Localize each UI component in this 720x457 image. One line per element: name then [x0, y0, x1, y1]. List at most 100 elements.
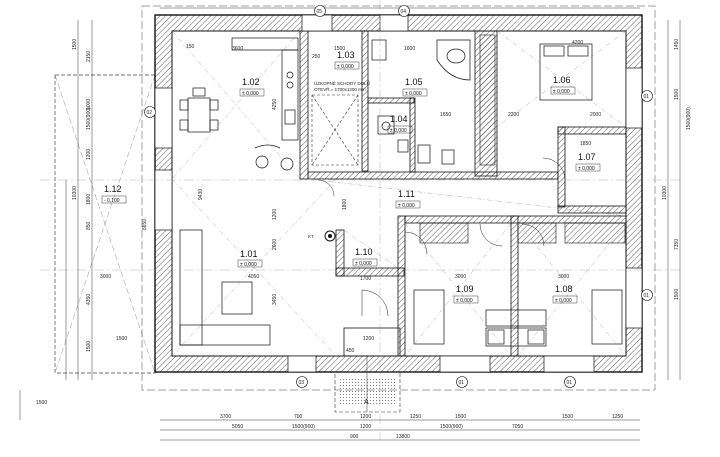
- room-1-05: 1.05 ± 0,000: [402, 77, 428, 97]
- svg-text:03: 03: [299, 380, 305, 386]
- svg-text:1500(900): 1500(900): [86, 107, 92, 130]
- room-1-02-number: 1.02: [242, 77, 260, 87]
- stairs-note-line2: OTEVŘ.= 1700x1200 mm: [314, 85, 366, 92]
- room-1-02-level: ± 0,000: [242, 91, 259, 97]
- room-1-06: 1.06 ± 0,000: [550, 75, 576, 95]
- kt-label: KT: [308, 234, 314, 239]
- dim-bottom1-1: 700: [294, 414, 303, 420]
- svg-text:3450: 3450: [272, 294, 278, 305]
- dim-bottom2-1: 1500(900): [292, 424, 315, 430]
- room-1-09-number: 1.09: [456, 284, 474, 294]
- stairs-opening: [311, 94, 359, 166]
- section-mark: A: [364, 399, 369, 406]
- svg-text:3000: 3000: [558, 274, 569, 280]
- room-1-10: 1.10 ± 0,000: [352, 247, 378, 267]
- svg-text:2000: 2000: [590, 112, 601, 118]
- dim-top-0: 3600: [232, 46, 243, 52]
- stairs-note-line1: ÚZKOPNÉ SCHODY DOLŮ: [314, 80, 370, 86]
- axis-tag-right1: 01: [641, 90, 653, 102]
- svg-text:3000: 3000: [455, 274, 466, 280]
- svg-text:1500: 1500: [86, 341, 92, 352]
- room-1-08-level: ± 0,000: [555, 298, 572, 304]
- dim-bottom1-3: 1250: [410, 414, 421, 420]
- svg-text:1200: 1200: [272, 209, 278, 220]
- terrace-outline: [54, 74, 156, 374]
- dim-bottom2-0: 5050: [232, 424, 243, 430]
- room-1-01-level: ± 0,000: [240, 262, 257, 268]
- room-1-04-number: 1.04: [390, 114, 408, 124]
- svg-text:4350: 4350: [86, 294, 92, 305]
- axis-tag-bottom2: 01: [456, 376, 468, 388]
- dim-bottom-900: 900: [350, 434, 359, 440]
- room-1-01-number: 1.01: [240, 249, 258, 259]
- room-1-11: 1.11 ± 0,000: [395, 189, 421, 209]
- dim-bottom1-0: 3700: [220, 414, 231, 420]
- dim-bottom2-3: 1500(900): [440, 424, 463, 430]
- room-1-07-number: 1.07: [578, 152, 596, 162]
- room-1-09: 1.09 ± 0,000: [453, 284, 479, 304]
- room-1-03-level: ± 0,000: [337, 64, 354, 70]
- svg-text:1450: 1450: [674, 39, 680, 50]
- room-1-12: 1.12 - 0,100: [101, 184, 127, 204]
- dim-bottom-total: 13800: [396, 434, 410, 440]
- sofa: [179, 229, 271, 346]
- axis-lines: [40, 0, 680, 440]
- bed-master: [539, 43, 593, 101]
- axis-tag-bottom1: 03: [296, 376, 308, 388]
- room-1-03: 1.03 ± 0,000: [334, 50, 360, 70]
- axis-tag-top2: 04: [398, 5, 410, 17]
- dim-top-1: 1500: [334, 46, 345, 52]
- svg-text:250: 250: [312, 54, 321, 60]
- dim-bottom1-4: 1500: [455, 414, 466, 420]
- svg-text:10300: 10300: [662, 186, 668, 200]
- room-1-11-level: ± 0,000: [398, 203, 415, 209]
- construction-lines: [171, 30, 627, 357]
- interior-dimensions: 4050 1650 2200 2000 1850 3000 3000 3450 …: [100, 44, 601, 354]
- svg-text:01: 01: [644, 293, 650, 299]
- entrance-porch: [334, 327, 401, 413]
- dim-top-2: 1600: [404, 46, 415, 52]
- svg-text:1500: 1500: [116, 336, 127, 342]
- svg-text:10300: 10300: [72, 186, 78, 200]
- svg-text:8650: 8650: [142, 219, 148, 230]
- room-1-12-number: 1.12: [104, 184, 122, 194]
- room-1-05-level: ± 0,000: [405, 91, 422, 97]
- svg-text:2200: 2200: [508, 112, 519, 118]
- svg-text:1200: 1200: [86, 149, 92, 160]
- room-1-04-level: ± 0,000: [390, 128, 407, 134]
- svg-text:02: 02: [147, 110, 153, 116]
- left-dimensions: 2150 1000 1500(900) 1200 1800 850 4350 1…: [72, 39, 92, 352]
- svg-text:1500(900): 1500(900): [686, 107, 692, 130]
- dim-top-3: 4200: [572, 40, 583, 46]
- svg-text:1800: 1800: [86, 194, 92, 205]
- svg-text:2150: 2150: [86, 51, 92, 62]
- room-1-06-number: 1.06: [553, 75, 571, 85]
- room-1-08-number: 1.08: [555, 284, 573, 294]
- svg-text:01: 01: [459, 380, 465, 386]
- dimension-lines: [19, 7, 681, 441]
- beds-kids: [413, 289, 623, 347]
- svg-text:150: 150: [186, 44, 195, 50]
- room-1-08: 1.08 ± 0,000: [552, 284, 578, 304]
- room-1-11-number: 1.11: [398, 189, 415, 199]
- interior-walls: [299, 30, 627, 357]
- dim-bottom1-5: 1500: [562, 414, 573, 420]
- svg-text:4050: 4050: [248, 274, 259, 280]
- dining-table: [179, 87, 219, 133]
- svg-text:1850: 1850: [580, 141, 591, 147]
- svg-text:05: 05: [317, 9, 323, 15]
- room-1-10-level: ± 0,000: [355, 261, 372, 267]
- svg-text:1000: 1000: [86, 99, 92, 110]
- svg-text:1500: 1500: [674, 89, 680, 100]
- axis-tag-left: 02: [144, 106, 156, 118]
- built-in-wardrobes: [419, 34, 626, 244]
- room-1-09-level: ± 0,000: [456, 298, 473, 304]
- room-1-06-level: ± 0,000: [553, 89, 570, 95]
- svg-text:1800: 1800: [342, 199, 348, 210]
- svg-text:4250: 4250: [272, 99, 278, 110]
- svg-text:3000: 3000: [100, 274, 111, 280]
- svg-text:1200: 1200: [363, 336, 374, 342]
- svg-text:1650: 1650: [440, 112, 451, 118]
- room-1-07-level: ± 0,000: [578, 166, 595, 172]
